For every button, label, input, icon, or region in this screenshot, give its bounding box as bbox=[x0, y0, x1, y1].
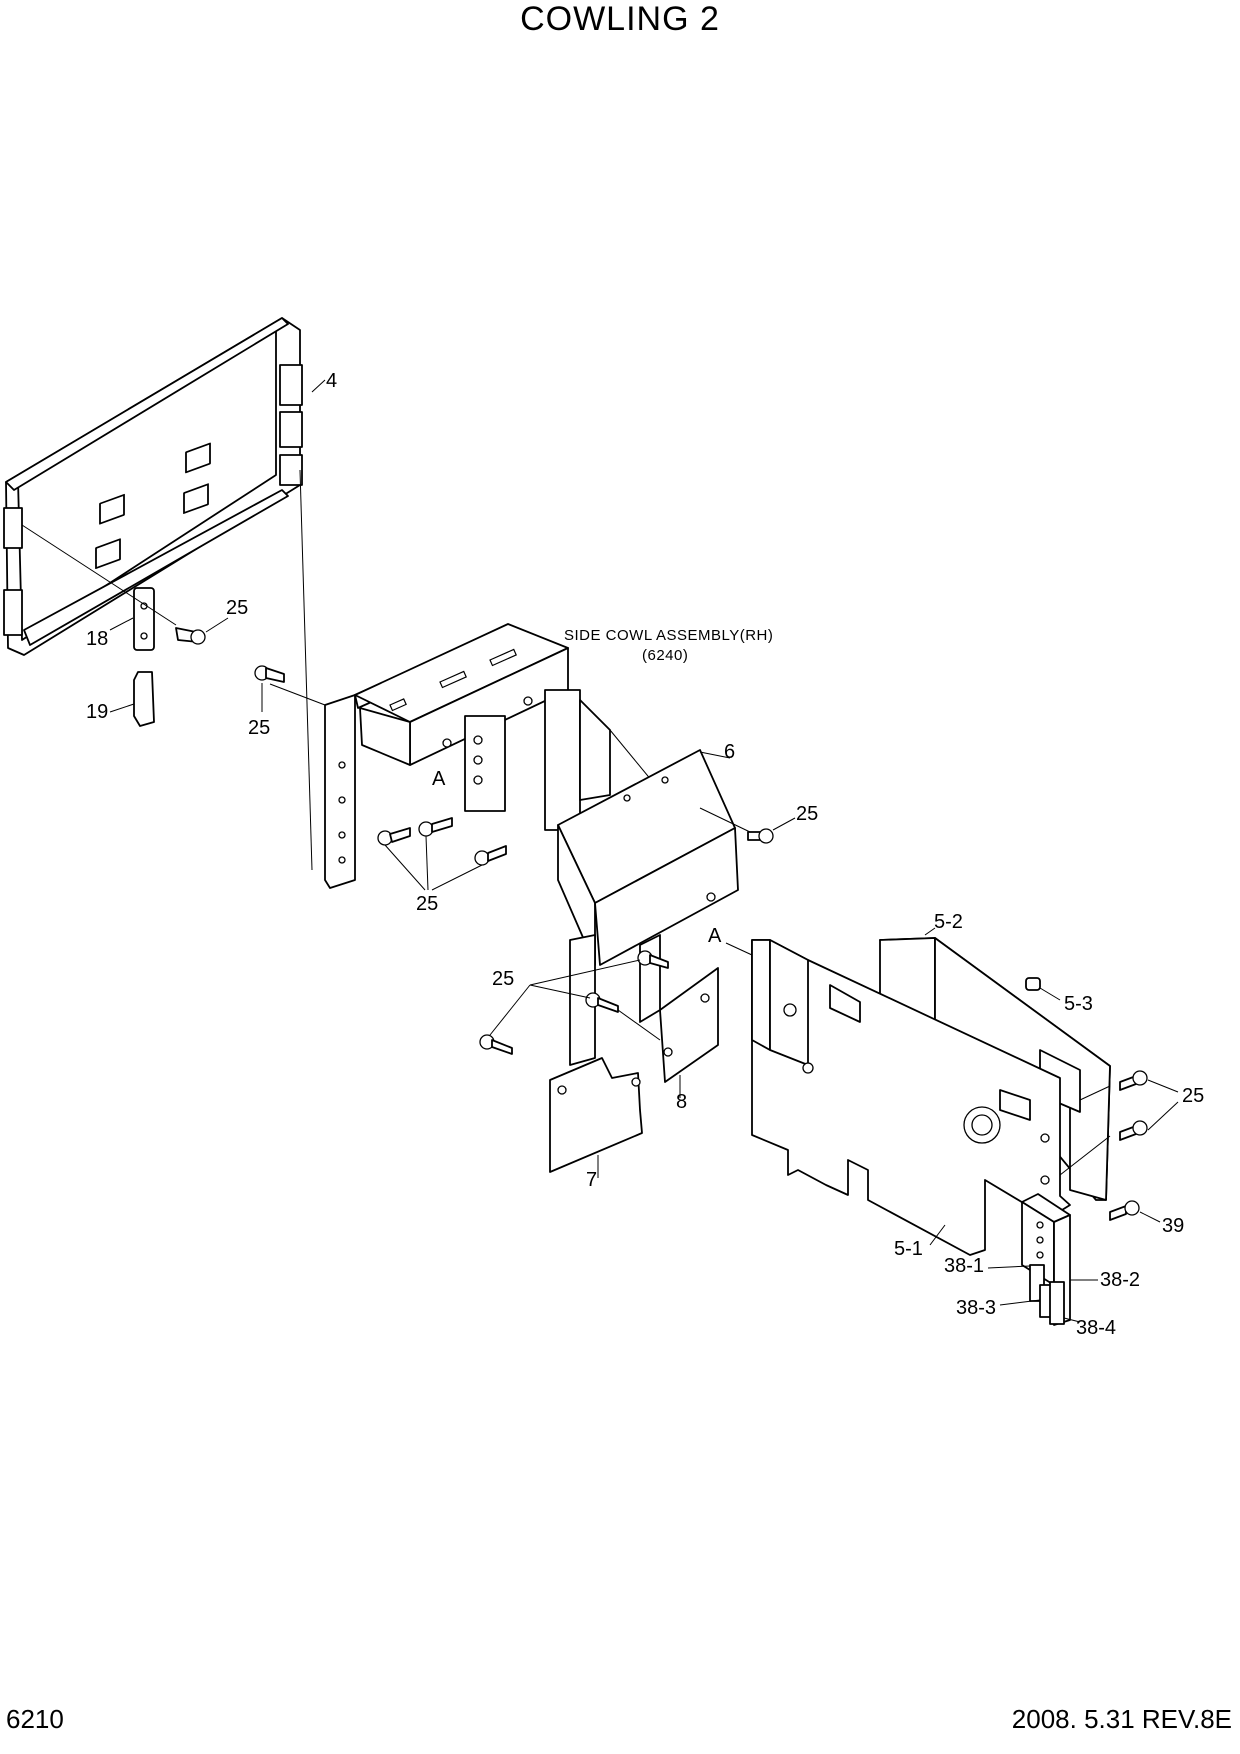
page-title: COWLING 2 bbox=[520, 0, 720, 38]
label-25: 25 bbox=[492, 968, 514, 990]
label-5-3: 5-3 bbox=[1064, 993, 1093, 1015]
part-5-1-panel bbox=[725, 939, 1071, 1256]
label-8: 8 bbox=[676, 1091, 687, 1113]
label-5-1: 5-1 bbox=[894, 1238, 923, 1260]
label-25: 25 bbox=[226, 597, 248, 619]
bolt-25 bbox=[479, 1034, 513, 1055]
label-38-3: 38-3 bbox=[956, 1297, 996, 1319]
part-5-3-pin bbox=[1025, 977, 1061, 1001]
note-side-cowl-assembly: SIDE COWL ASSEMBLY(RH) bbox=[564, 627, 773, 644]
part-6-plate bbox=[557, 749, 739, 966]
date-revision: 2008. 5.31 REV.8E bbox=[1011, 1704, 1232, 1734]
bolt-25 bbox=[254, 665, 285, 712]
label-7: 7 bbox=[586, 1169, 597, 1191]
label-25: 25 bbox=[248, 717, 270, 739]
label-A: A bbox=[432, 768, 446, 790]
part-19-clip bbox=[109, 671, 155, 727]
label-A: A bbox=[708, 925, 722, 947]
bolt-25 bbox=[1119, 1120, 1148, 1141]
part-7-plate bbox=[549, 934, 643, 1178]
label-25: 25 bbox=[416, 893, 438, 915]
bolt-25 bbox=[637, 950, 669, 969]
label-25: 25 bbox=[1182, 1085, 1204, 1107]
side-cowl-frame bbox=[269, 623, 681, 889]
label-25: 25 bbox=[796, 803, 818, 825]
label-38-2: 38-2 bbox=[1100, 1269, 1140, 1291]
bolt-25 bbox=[175, 617, 229, 645]
bolt-25 bbox=[1119, 1070, 1148, 1091]
label-38-1: 38-1 bbox=[944, 1255, 984, 1277]
bolt-25 bbox=[585, 992, 619, 1013]
label-39: 39 bbox=[1162, 1215, 1184, 1237]
part-38-4-pad bbox=[1049, 1281, 1065, 1325]
bolt-39 bbox=[1109, 1200, 1161, 1223]
part-4-panel bbox=[3, 317, 326, 871]
note-ref-number: (6240) bbox=[642, 647, 688, 664]
bolt-25 bbox=[474, 845, 507, 866]
label-19: 19 bbox=[86, 701, 108, 723]
label-38-4: 38-4 bbox=[1076, 1317, 1116, 1339]
bolt-25 bbox=[699, 807, 796, 844]
label-6: 6 bbox=[724, 741, 735, 763]
label-18: 18 bbox=[86, 628, 108, 650]
label-4: 4 bbox=[326, 370, 337, 392]
page-code: 6210 bbox=[6, 1704, 64, 1734]
label-5-2: 5-2 bbox=[934, 911, 963, 933]
part-18-bracket bbox=[21, 524, 177, 651]
bolt-25 bbox=[377, 827, 411, 846]
bolt-25 bbox=[418, 817, 453, 837]
